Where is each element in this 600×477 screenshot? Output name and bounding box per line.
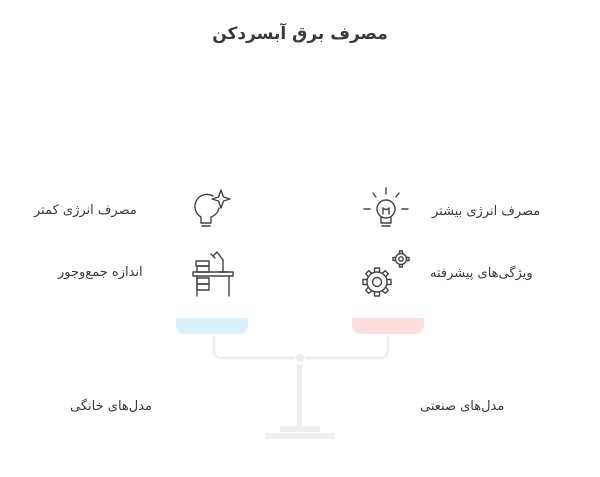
left-feature-1-label: مصرف انرژی کمتر xyxy=(34,203,137,218)
scale-pivot xyxy=(294,352,306,364)
right-group-label: مدل‌های صنعتی xyxy=(420,399,505,414)
lightbulb-rays-icon xyxy=(362,186,410,234)
gears-icon xyxy=(360,248,412,300)
scale-base xyxy=(265,433,335,439)
left-group-label: مدل‌های خانگی xyxy=(70,399,152,414)
compact-desk-icon xyxy=(189,248,237,298)
scale-post xyxy=(297,364,302,426)
right-feature-2-label: ویژگی‌های پیشرفته xyxy=(430,266,533,281)
left-pan xyxy=(176,318,248,334)
left-feature-2-label: اندازه جمع‌وجور xyxy=(58,265,143,280)
diagram-title: مصرف برق آبسردکن xyxy=(212,24,388,44)
right-pan xyxy=(352,318,424,334)
right-feature-1-label: مصرف انرژی بیشتر xyxy=(432,204,541,219)
lightbulb-sparkle-icon xyxy=(189,187,235,231)
balance-scale xyxy=(170,314,430,444)
scale-base-top xyxy=(280,426,320,432)
